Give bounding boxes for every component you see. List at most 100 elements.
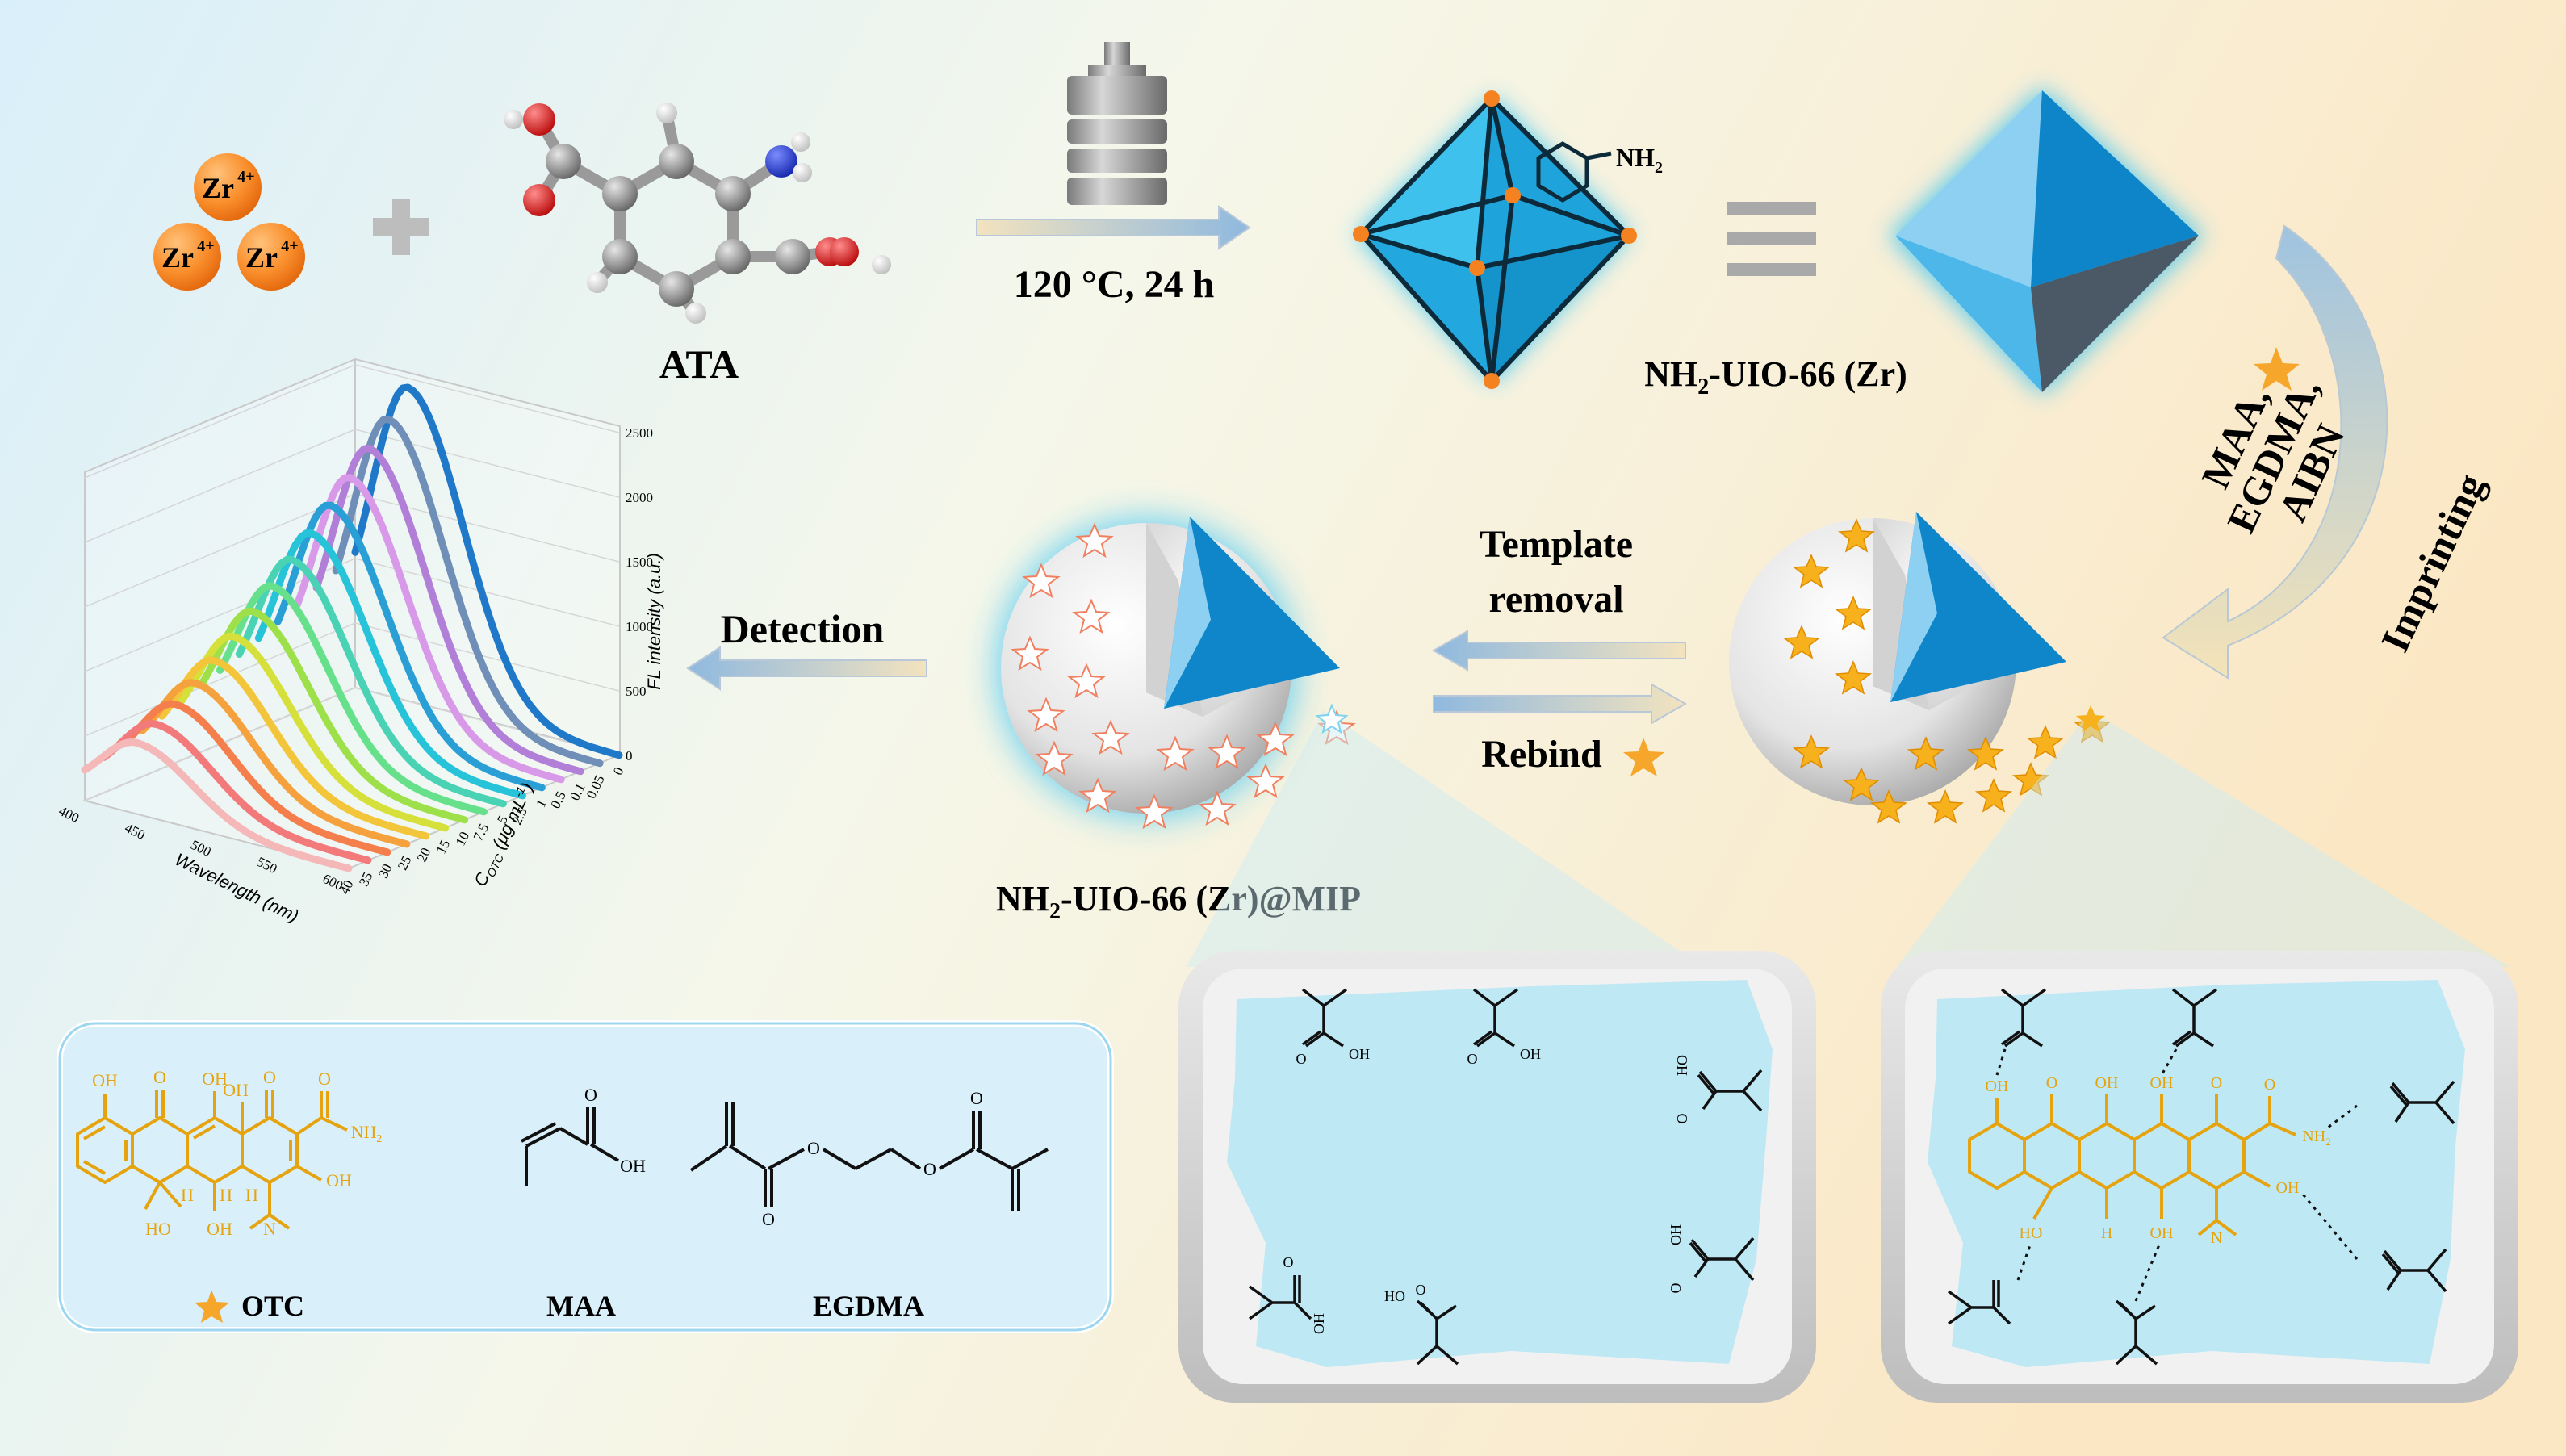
chart-z-tick: 2500 <box>626 425 653 441</box>
chart-series-line <box>178 632 450 832</box>
zr-ion: Zr 4+ <box>153 223 221 291</box>
svg-text:O: O <box>1668 1283 1684 1294</box>
svg-text:O: O <box>153 1067 166 1087</box>
synthesis-arrow <box>976 205 1251 250</box>
chart-series-line <box>139 679 411 848</box>
svg-text:O: O <box>1467 1051 1478 1067</box>
chart-gridline <box>354 364 620 433</box>
chart-conc-tick: 25 <box>395 853 415 872</box>
maa-atom-labels: O OH <box>584 1085 646 1176</box>
svg-text:4+: 4+ <box>197 237 214 255</box>
chart-series-line <box>293 474 565 784</box>
svg-text:N: N <box>263 1219 276 1239</box>
svg-text:NH2: NH2 <box>1616 143 1663 177</box>
hydrogen-bonds <box>1995 1048 2359 1302</box>
zoom-target-star <box>2076 705 2105 732</box>
rebind-label: Rebind <box>1481 733 1602 776</box>
svg-text:O: O <box>807 1138 820 1158</box>
svg-text:O: O <box>1674 1114 1690 1124</box>
svg-text:Zr: Zr <box>245 241 278 274</box>
svg-text:O: O <box>263 1067 276 1087</box>
detection-label: Detection <box>721 606 885 651</box>
star-icon <box>2254 347 2300 391</box>
chart-series-line <box>158 656 430 840</box>
chart-series <box>81 383 623 872</box>
svg-text:Zr: Zr <box>202 172 234 204</box>
maa-label: MAA <box>546 1290 616 1322</box>
svg-text:OH: OH <box>2276 1179 2300 1197</box>
chart-series-line <box>100 720 372 864</box>
bound-otc-structure <box>1968 1094 2296 1236</box>
svg-text:O: O <box>2264 1076 2275 1094</box>
chart-zlabel: FL intensity (a.u.) <box>644 553 664 690</box>
svg-text:O: O <box>584 1085 597 1105</box>
chart-gridline <box>84 493 356 608</box>
svg-text:NH2: NH2 <box>351 1122 383 1145</box>
chart-conc-tick: 30 <box>375 861 396 881</box>
rebind-arrow <box>1433 683 1688 725</box>
synthesis-condition: 120 °C, 24 h <box>1014 263 1215 306</box>
chart-series-line <box>235 556 507 808</box>
svg-text:OH: OH <box>1520 1046 1541 1062</box>
svg-text:4+: 4+ <box>281 237 298 255</box>
imprinting-arrow <box>2162 224 2388 680</box>
svg-text:4+: 4+ <box>237 168 254 186</box>
svg-text:OH: OH <box>2095 1074 2119 1092</box>
svg-text:HO: HO <box>145 1219 171 1239</box>
otc-label: OTC <box>241 1290 304 1322</box>
chart-gridline <box>84 364 356 479</box>
svg-text:O: O <box>970 1088 983 1108</box>
chart-conc-tick: 20 <box>414 845 434 864</box>
ata-label: ATA <box>659 341 739 387</box>
svg-text:OH: OH <box>92 1070 118 1090</box>
chart-series-line <box>274 501 546 792</box>
chart-series-line <box>254 529 526 800</box>
svg-text:O: O <box>1283 1254 1294 1270</box>
detection-arrow <box>686 646 927 691</box>
chart-z-tick: 1500 <box>626 554 653 570</box>
svg-text:O: O <box>1296 1051 1307 1067</box>
chart-conc-tick: 35 <box>356 869 376 889</box>
chart-series-line <box>312 445 584 776</box>
chart-series-line <box>332 415 604 768</box>
chart-conc-tick: 15 <box>433 837 454 856</box>
chart-gridline <box>84 622 356 737</box>
svg-text:OH: OH <box>620 1156 646 1176</box>
cavity-functional-groups <box>1248 988 1763 1366</box>
egdma-label: EGDMA <box>813 1290 924 1322</box>
template-removal-line1: Template <box>1480 523 1633 566</box>
svg-text:OH: OH <box>1349 1046 1370 1062</box>
svg-text:OH: OH <box>326 1170 352 1190</box>
mip-sphere-with-template <box>1729 512 2066 805</box>
chart-z-tick: 500 <box>626 684 647 699</box>
mof-octahedron-solid <box>1889 87 2204 395</box>
svg-text:O: O <box>762 1209 775 1229</box>
mof-label: NH2-UIO-66 (Zr) <box>1644 354 1907 400</box>
chart-gridline <box>354 493 620 563</box>
ata-molecule-model <box>504 103 891 324</box>
svg-text:H: H <box>220 1185 232 1205</box>
chart-gridline <box>354 429 620 498</box>
chart-z-tick: 1000 <box>626 619 653 634</box>
template-removal-arrow <box>1431 630 1686 672</box>
zr-ion: Zr 4+ <box>194 153 262 221</box>
svg-text:OH: OH <box>2150 1224 2174 1242</box>
maa-structure <box>521 1107 620 1186</box>
zoom-cone-right <box>1897 710 2510 967</box>
chart-gridline <box>84 429 356 543</box>
svg-text:OH: OH <box>202 1069 228 1089</box>
mof-octahedron-wireframe: NH2 <box>1353 90 1663 389</box>
svg-text:NH2: NH2 <box>2302 1128 2330 1148</box>
svg-text:OH: OH <box>1668 1224 1684 1245</box>
svg-text:N: N <box>2211 1229 2222 1247</box>
cavity-group-labels: O OH O OH HO O OH O O OH HO O <box>1283 1046 1691 1334</box>
plus-icon <box>373 199 429 255</box>
zr-ion: Zr 4+ <box>237 223 305 291</box>
chart-series-line <box>81 738 353 872</box>
svg-text:O: O <box>1416 1282 1426 1298</box>
svg-text:Zr: Zr <box>161 241 194 274</box>
star-icon <box>1623 738 1664 776</box>
mip-label: NH2-UIO-66 (Zr)@MIP <box>996 879 1361 924</box>
svg-text:O: O <box>318 1069 331 1089</box>
chart-gridline <box>354 622 620 692</box>
